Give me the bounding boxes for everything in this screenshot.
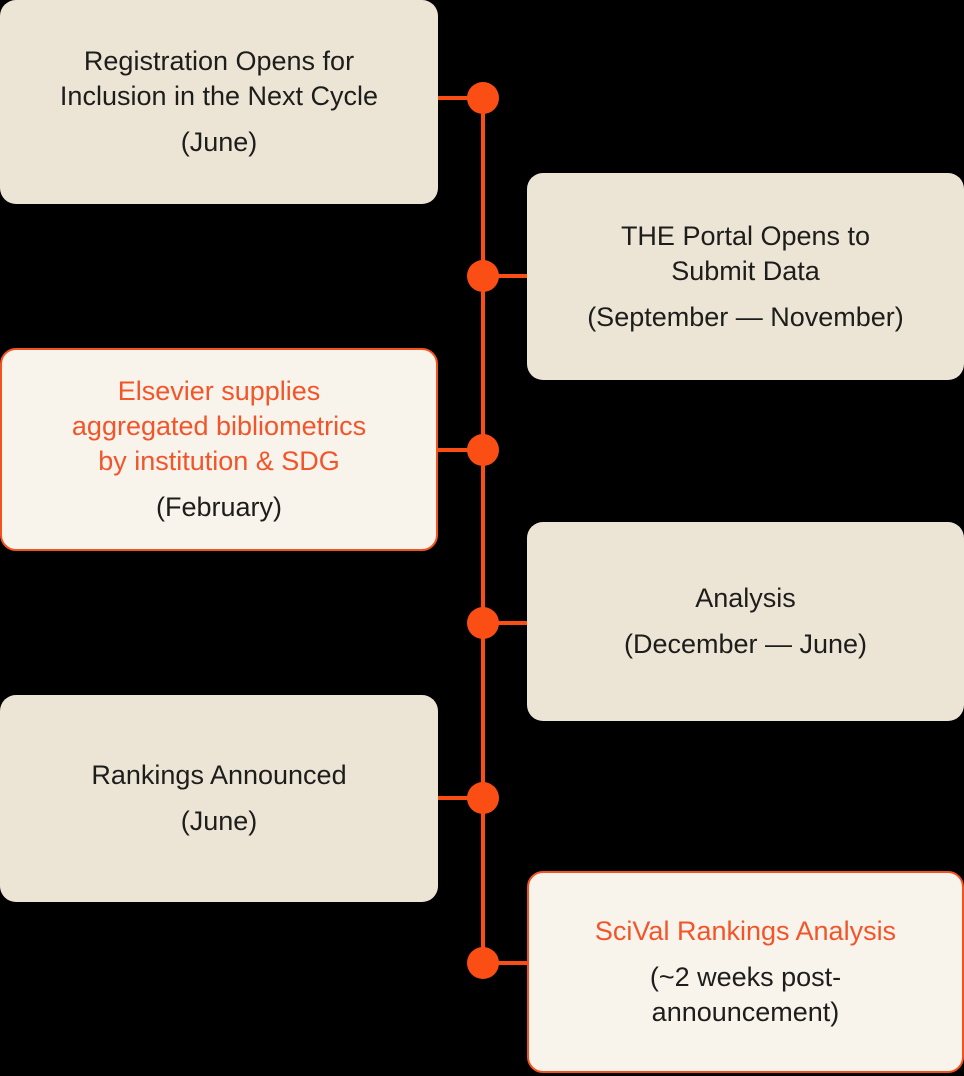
card-title: Analysis bbox=[695, 583, 796, 613]
timeline-card-analysis: Analysis (December — June) bbox=[527, 522, 964, 721]
card-date: (December — June) bbox=[623, 629, 868, 659]
timeline-node-dot bbox=[467, 607, 499, 639]
card-date: (February) bbox=[155, 492, 283, 522]
timeline-card-rankings-announced: Rankings Announced (June) bbox=[0, 695, 438, 902]
timeline-card-the-portal-opens: THE Portal Opens to Submit Data (Septemb… bbox=[527, 173, 964, 380]
timeline-card-scival-rankings-analysis: SciVal Rankings Analysis (~2 weeks post-… bbox=[527, 871, 964, 1073]
timeline-node-dot bbox=[467, 260, 499, 292]
card-date: (June) bbox=[180, 127, 258, 157]
timeline-node-dot bbox=[467, 82, 499, 114]
card-title: SciVal Rankings Analysis bbox=[594, 916, 897, 946]
card-title: Elsevier supplies aggregated bibliometri… bbox=[71, 376, 367, 476]
card-date: (June) bbox=[180, 806, 258, 836]
timeline-node-dot bbox=[467, 782, 499, 814]
card-title: Registration Opens for Inclusion in the … bbox=[59, 46, 379, 111]
timeline-node-dot bbox=[467, 434, 499, 466]
card-date: (September — November) bbox=[587, 301, 904, 332]
timeline-connector-line bbox=[438, 796, 483, 800]
timeline-connector-line bbox=[483, 961, 527, 965]
timeline-connector-line bbox=[483, 274, 527, 278]
timeline-node-dot bbox=[467, 947, 499, 979]
card-title: THE Portal Opens to Submit Data bbox=[620, 220, 871, 286]
timeline-card-elsevier-bibliometrics: Elsevier supplies aggregated bibliometri… bbox=[0, 348, 438, 551]
card-date: (~2 weeks post-announcement) bbox=[649, 962, 842, 1027]
timeline-axis-line bbox=[481, 98, 485, 963]
timeline-connector-line bbox=[438, 448, 483, 452]
timeline-connector-line bbox=[438, 96, 483, 100]
timeline-card-registration-opens: Registration Opens for Inclusion in the … bbox=[0, 0, 438, 204]
timeline-connector-line bbox=[483, 621, 527, 625]
card-title: Rankings Announced bbox=[91, 760, 347, 790]
